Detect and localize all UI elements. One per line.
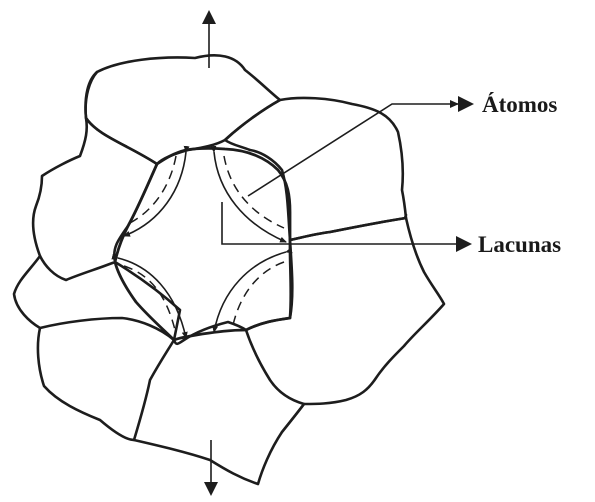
grain-left bbox=[33, 72, 157, 280]
atoms-leader bbox=[248, 96, 474, 196]
grain-top bbox=[86, 55, 280, 164]
grain-top-right bbox=[225, 98, 406, 240]
grain-bottom-right bbox=[246, 218, 444, 432]
bottom-stress-arrow bbox=[204, 440, 218, 496]
grain-bottom bbox=[134, 322, 304, 484]
atom-flow-top-left bbox=[124, 152, 186, 236]
top-stress-arrow bbox=[202, 10, 216, 68]
grain-bottom-left bbox=[38, 328, 174, 440]
outer-grains bbox=[14, 55, 444, 484]
vacancies-label: Lacunas bbox=[478, 232, 561, 257]
atoms-label: Átomos bbox=[482, 92, 557, 117]
